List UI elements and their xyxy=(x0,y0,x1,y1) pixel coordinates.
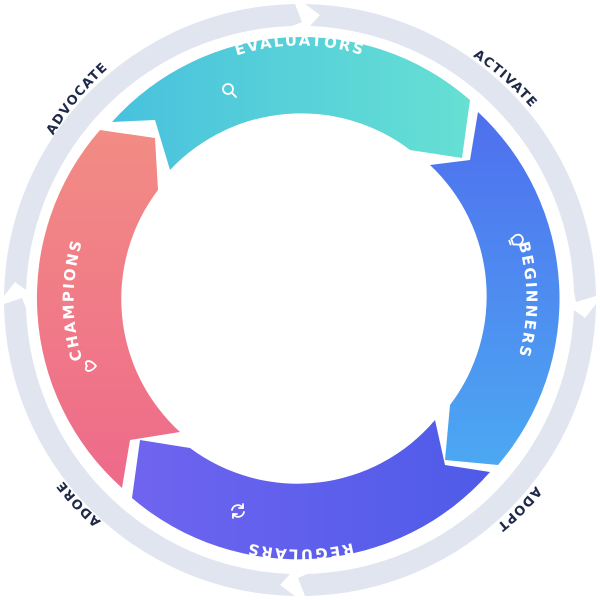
ring-segment-adopt xyxy=(298,304,596,596)
segment-beginners xyxy=(430,112,560,465)
segment-regulars xyxy=(132,420,490,560)
refresh-icon xyxy=(231,503,245,519)
outer-ring xyxy=(4,4,596,596)
ring-segment-activate xyxy=(305,4,596,302)
search-icon xyxy=(222,83,237,98)
heart-icon xyxy=(84,360,97,372)
segment-champions xyxy=(36,130,181,488)
lightbulb-icon xyxy=(508,233,524,246)
ring-segment-advocate xyxy=(4,4,302,296)
segment-label-beginners: BEGINNERS xyxy=(515,240,541,361)
ring-segment-adore xyxy=(4,298,295,596)
segment-evaluators xyxy=(112,36,470,170)
cycle-segments xyxy=(36,36,560,560)
